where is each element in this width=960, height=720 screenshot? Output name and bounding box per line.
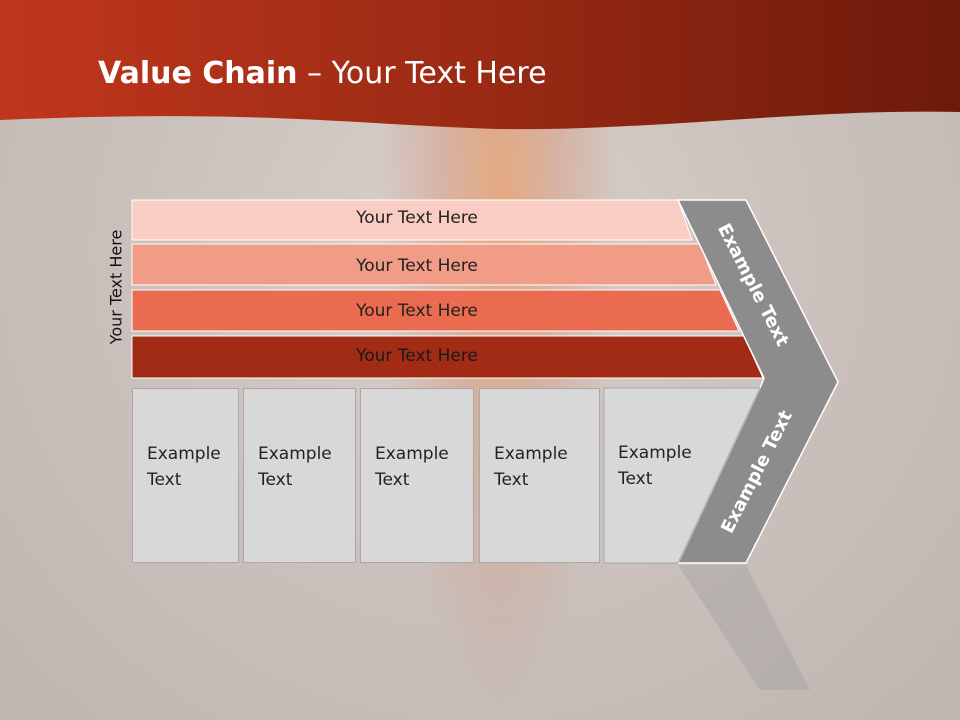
title-bold: Value Chain [98, 56, 298, 91]
vertical-axis-label: Your Text Here [106, 229, 126, 345]
band-2-text: Your Text Here [356, 256, 478, 276]
band-1-text: Your Text Here [356, 208, 478, 228]
band-3-text: Your Text Here [356, 301, 478, 321]
band-4-text: Your Text Here [356, 346, 478, 366]
header-banner [0, 0, 960, 130]
slide-title: Value Chain – Your Text Here [98, 56, 547, 91]
title-rest: – Your Text Here [297, 56, 547, 91]
